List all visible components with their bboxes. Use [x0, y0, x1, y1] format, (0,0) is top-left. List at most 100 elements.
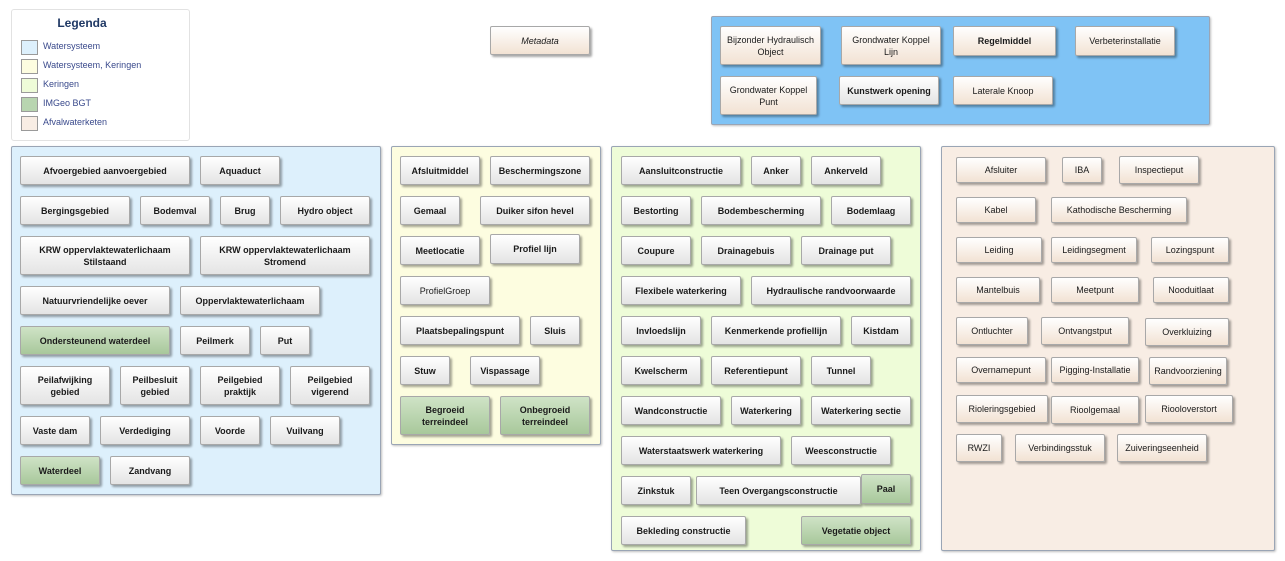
class-box[interactable]: Tunnel [811, 356, 871, 385]
class-box[interactable]: Duiker sifon hevel [480, 196, 590, 225]
class-box[interactable]: KRW oppervlaktewaterlichaam Stromend [200, 236, 370, 275]
class-box[interactable]: Leiding [956, 237, 1042, 263]
legend: Legenda Watersysteem Watersysteem, Kerin… [11, 9, 190, 141]
class-box[interactable]: Stuw [400, 356, 450, 385]
class-box[interactable]: Paal [861, 474, 911, 504]
class-box[interactable]: Overkluizing [1145, 318, 1229, 346]
class-box[interactable]: Waterkering sectie [811, 396, 911, 425]
class-box[interactable]: Waterkering [731, 396, 801, 425]
class-box[interactable]: Meetlocatie [400, 236, 480, 265]
class-box[interactable]: Kenmerkende profiellijn [711, 316, 841, 345]
class-box[interactable]: Verbeterinstallatie [1075, 26, 1175, 56]
class-box[interactable]: Aansluitconstructie [621, 156, 741, 185]
class-box[interactable]: Kwelscherm [621, 356, 701, 385]
class-box[interactable]: Oppervlaktewaterlichaam [180, 286, 320, 315]
legend-swatch [21, 116, 38, 131]
class-box[interactable]: Afvoergebied aanvoergebied [20, 156, 190, 185]
class-box[interactable]: Pigging-Installatie [1051, 357, 1139, 383]
class-box[interactable]: Grondwater Koppel Punt [720, 76, 817, 115]
class-box[interactable]: Referentiepunt [711, 356, 801, 385]
class-box[interactable]: Leidingsegment [1051, 237, 1137, 263]
class-box[interactable]: KRW oppervlaktewaterlichaam Stilstaand [20, 236, 190, 275]
legend-swatch [21, 40, 38, 55]
class-box[interactable]: Mantelbuis [956, 277, 1040, 303]
class-box[interactable]: Bergingsgebied [20, 196, 130, 225]
class-box[interactable]: Overnamepunt [956, 357, 1046, 383]
class-box[interactable]: Begroeid terreindeel [400, 396, 490, 435]
class-box[interactable]: Peilgebied vigerend [290, 366, 370, 405]
class-box[interactable]: Profiel lijn [490, 234, 580, 264]
class-box[interactable]: Peilbesluit gebied [120, 366, 190, 405]
class-box[interactable]: Zuiveringseenheid [1117, 434, 1207, 462]
class-box[interactable]: Beschermingszone [490, 156, 590, 185]
class-box[interactable]: Vaste dam [20, 416, 90, 445]
class-box[interactable]: Regelmiddel [953, 26, 1056, 56]
class-box[interactable]: Kabel [956, 197, 1036, 223]
class-box[interactable]: Teen Overgangsconstructie [696, 476, 861, 505]
legend-swatch [21, 59, 38, 74]
class-box[interactable]: Flexibele waterkering [621, 276, 741, 305]
metadata-box[interactable]: Metadata [490, 26, 590, 55]
class-box[interactable]: Drainage put [801, 236, 891, 265]
class-box[interactable]: Coupure [621, 236, 691, 265]
class-box[interactable]: Rioleringsgebied [956, 395, 1048, 423]
class-box[interactable]: Wandconstructie [621, 396, 721, 425]
class-box[interactable]: Riooloverstort [1145, 395, 1233, 423]
class-box[interactable]: Ondersteunend waterdeel [20, 326, 170, 355]
class-box[interactable]: Hydro object [280, 196, 370, 225]
legend-label: Keringen [43, 79, 80, 89]
class-box[interactable]: Gemaal [400, 196, 460, 225]
class-box[interactable]: Aquaduct [200, 156, 280, 185]
class-box[interactable]: Nooduitlaat [1153, 277, 1229, 303]
class-box[interactable]: Randvoorziening [1149, 357, 1227, 385]
class-box[interactable]: Waterstaatswerk waterkering [621, 436, 781, 465]
class-box[interactable]: Drainagebuis [701, 236, 791, 265]
class-box[interactable]: IBA [1062, 157, 1102, 183]
class-box[interactable]: Waterdeel [20, 456, 100, 485]
class-box[interactable]: Invloedslijn [621, 316, 701, 345]
class-box[interactable]: Ontluchter [956, 317, 1028, 345]
class-box[interactable]: Afsluitmiddel [400, 156, 480, 185]
class-box[interactable]: Verbindingsstuk [1015, 434, 1105, 462]
class-box[interactable]: Bekleding constructie [621, 516, 746, 545]
class-box[interactable]: Bijzonder Hydraulisch Object [720, 26, 821, 65]
class-box[interactable]: Sluis [530, 316, 580, 345]
class-box[interactable]: Ankerveld [811, 156, 881, 185]
class-box[interactable]: Lozingspunt [1151, 237, 1229, 263]
class-box[interactable]: Bodemlaag [831, 196, 911, 225]
class-box[interactable]: Vegetatie object [801, 516, 911, 545]
class-box[interactable]: Peilmerk [180, 326, 250, 355]
legend-label: Watersysteem [43, 41, 101, 51]
class-box[interactable]: Kistdam [851, 316, 911, 345]
class-box[interactable]: Brug [220, 196, 270, 225]
class-box[interactable]: Plaatsbepalingspunt [400, 316, 520, 345]
class-box[interactable]: Rioolgemaal [1051, 396, 1139, 424]
class-box[interactable]: Weesconstructie [791, 436, 891, 465]
class-box[interactable]: ProfielGroep [400, 276, 490, 305]
class-box[interactable]: Zinkstuk [621, 476, 691, 505]
class-box[interactable]: Verdediging [100, 416, 190, 445]
class-box[interactable]: Kathodische Bescherming [1051, 197, 1187, 223]
class-box[interactable]: Anker [751, 156, 801, 185]
class-box[interactable]: Grondwater Koppel Lijn [841, 26, 941, 65]
class-box[interactable]: Meetpunt [1051, 277, 1139, 303]
class-box[interactable]: Afsluiter [956, 157, 1046, 183]
class-box[interactable]: Hydraulische randvoorwaarde [751, 276, 911, 305]
class-box[interactable]: Peilgebied praktijk [200, 366, 280, 405]
class-box[interactable]: RWZI [956, 434, 1002, 462]
class-box[interactable]: Put [260, 326, 310, 355]
class-box[interactable]: Vuilvang [270, 416, 340, 445]
class-box[interactable]: Onbegroeid terreindeel [500, 396, 590, 435]
class-box[interactable]: Kunstwerk opening [839, 76, 939, 105]
class-box[interactable]: Zandvang [110, 456, 190, 485]
class-box[interactable]: Bestorting [621, 196, 691, 225]
class-box[interactable]: Bodembescherming [701, 196, 821, 225]
class-box[interactable]: Bodemval [140, 196, 210, 225]
class-box[interactable]: Vispassage [470, 356, 540, 385]
class-box[interactable]: Peilafwijking gebied [20, 366, 110, 405]
class-box[interactable]: Ontvangstput [1041, 317, 1129, 345]
class-box[interactable]: Natuurvriendelijke oever [20, 286, 170, 315]
class-box[interactable]: Inspectieput [1119, 156, 1199, 184]
class-box[interactable]: Voorde [200, 416, 260, 445]
class-box[interactable]: Laterale Knoop [953, 76, 1053, 105]
